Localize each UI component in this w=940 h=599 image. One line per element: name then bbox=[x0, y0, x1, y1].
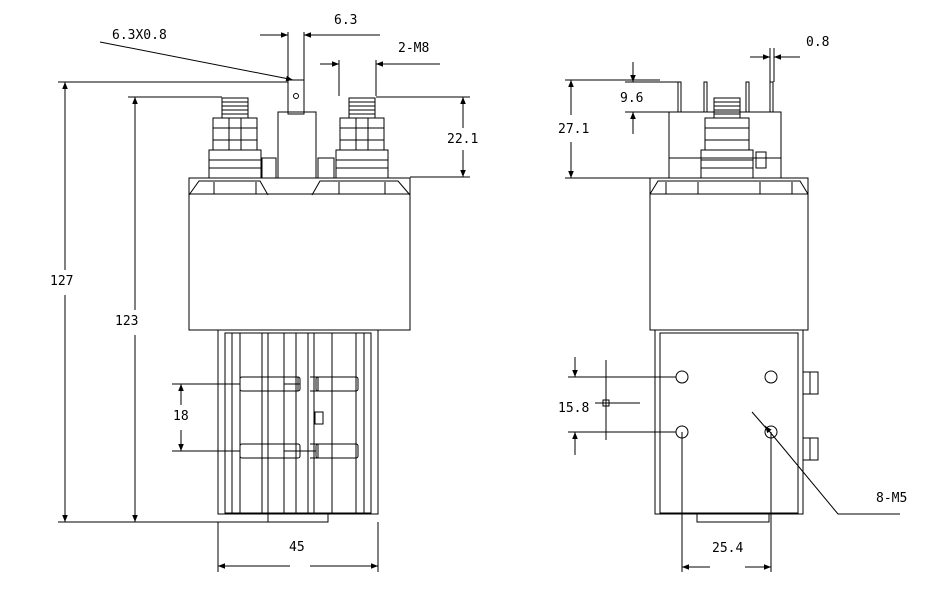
coil-terminal-upper-right bbox=[316, 377, 358, 391]
front-right-stud-thread bbox=[349, 98, 375, 118]
dim-mount-thread: 8-M5 bbox=[876, 491, 908, 506]
dim-overall-height: 127 bbox=[50, 274, 74, 289]
front-housing-chamfer-left bbox=[189, 181, 268, 195]
front-switch-housing bbox=[218, 330, 378, 514]
dimension-lines bbox=[58, 32, 900, 572]
dim-pin-width: 6.3 bbox=[334, 13, 358, 28]
front-left-hex-nut bbox=[213, 118, 257, 150]
dim-hole-pitch-h: 25.4 bbox=[712, 541, 744, 556]
dim-stud-height: 22.1 bbox=[447, 132, 479, 147]
front-housing-chamfer-right bbox=[312, 181, 410, 195]
side-pin-4 bbox=[770, 82, 773, 112]
front-left-stud-thread bbox=[222, 98, 248, 118]
front-center-terminal-block bbox=[278, 112, 316, 178]
side-pin-2 bbox=[704, 82, 707, 112]
side-view bbox=[650, 82, 818, 522]
dim-terminal-height: 27.1 bbox=[558, 122, 590, 137]
side-pin-3 bbox=[746, 82, 749, 112]
side-stud-thread bbox=[714, 98, 740, 118]
coil-terminal-lower-right bbox=[316, 444, 358, 458]
dim-body-height: 123 bbox=[115, 314, 139, 329]
dim-pin-thickness: 0.8 bbox=[806, 35, 830, 50]
front-base-tab bbox=[268, 513, 328, 522]
dim-stud-thread: 2-M8 bbox=[398, 41, 430, 56]
dim-pin-height: 9.6 bbox=[620, 91, 644, 106]
side-coil-housing bbox=[650, 178, 808, 330]
side-hex-nut bbox=[705, 118, 749, 150]
side-pin-1 bbox=[678, 82, 681, 112]
front-right-nut-base bbox=[336, 150, 388, 178]
front-right-hex-nut bbox=[340, 118, 384, 150]
side-nut-base bbox=[701, 150, 753, 178]
dim-hole-pitch-v: 15.8 bbox=[558, 401, 590, 416]
front-left-nut-base bbox=[209, 150, 261, 178]
front-blade-terminal bbox=[288, 80, 304, 114]
side-switch-housing bbox=[655, 330, 803, 514]
front-view bbox=[189, 80, 410, 522]
dim-coil-pitch: 18 bbox=[173, 409, 189, 424]
dim-pin-size: 6.3X0.8 bbox=[112, 28, 167, 43]
mount-hole-2 bbox=[765, 371, 777, 383]
side-base-tab bbox=[697, 513, 769, 522]
front-coil-housing bbox=[189, 178, 410, 330]
dim-base-width: 45 bbox=[289, 540, 305, 555]
mount-hole-1 bbox=[676, 371, 688, 383]
